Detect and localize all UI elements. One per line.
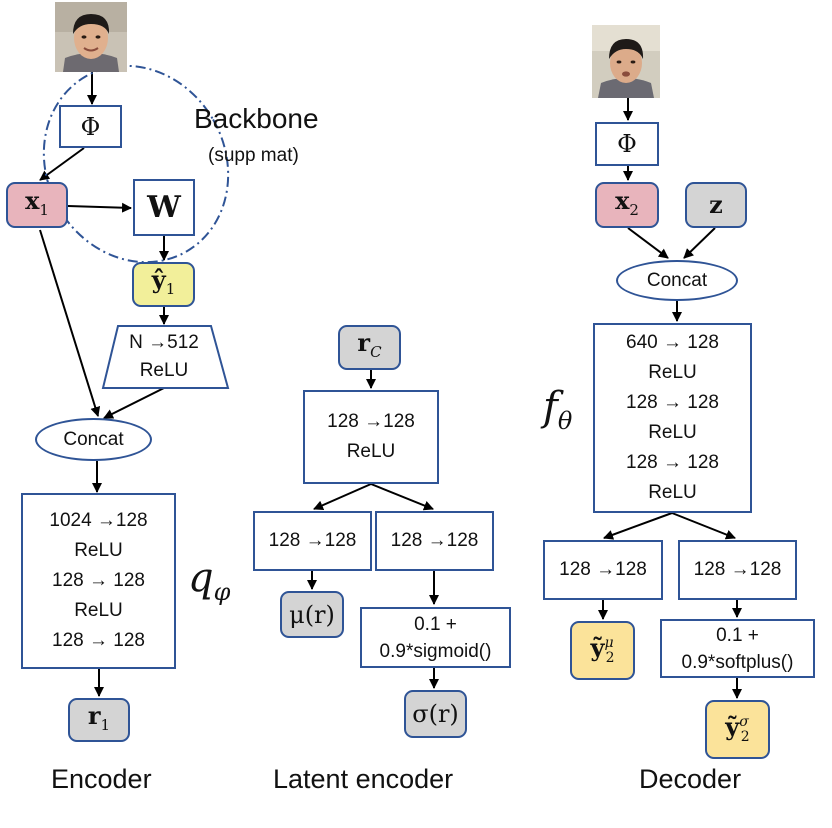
decoder-left-box: 128 →128: [543, 540, 663, 600]
arrow-x1-to-w: [67, 202, 132, 213]
encoder-mlp-line-1: 1024 →128: [49, 510, 148, 531]
y2-sigma-symbol: ỹ: [725, 712, 740, 742]
encoder-mlp-line-4: ReLU: [74, 600, 123, 621]
y2-sigma-subscript: 2: [740, 728, 750, 745]
decoder-concat-oval: Concat: [616, 260, 738, 301]
encoder-title: Encoder: [51, 764, 152, 794]
softplus-box: 0.1 + 0.9*softplus(): [660, 619, 815, 678]
r1-symbol: r: [87, 700, 101, 730]
decoder-mlp-line-6: ReLU: [648, 482, 697, 503]
decoder-mlp-line-4: ReLU: [648, 422, 697, 443]
backbone-label: Backbone: [194, 103, 319, 134]
latent-right-label: 128 →128: [390, 530, 479, 551]
f-subscript: θ: [557, 407, 573, 435]
y2-mu-node: ỹμ2: [570, 621, 635, 680]
latent-left-label: 128 →128: [268, 530, 357, 551]
y1-hat-node: ŷ1: [132, 262, 195, 307]
mu-symbol: μ(r): [289, 600, 335, 629]
arrow-mlp-to-right-dec: [671, 512, 736, 540]
f-symbol: f: [543, 384, 558, 430]
trapezoid-layer: [101, 325, 230, 389]
x2-node: x2: [595, 182, 659, 228]
latent-encoder-title: Latent encoder: [273, 764, 454, 794]
phi-symbol: Φ: [80, 112, 101, 141]
x1-symbol: x: [25, 185, 40, 215]
face-photo-icon: [55, 2, 127, 72]
encoder-mlp-box: 1024 →128 ReLU 128 → 128 ReLU 128 → 128: [21, 493, 176, 669]
arrow-phi-to-x1: [39, 147, 85, 181]
z-symbol: z: [709, 190, 723, 219]
softplus-line-1: 0.1 +: [716, 624, 759, 646]
sigmoid-line-2: 0.9*sigmoid(): [379, 640, 492, 662]
phi-box: Φ: [59, 105, 122, 148]
q-subscript: φ: [213, 578, 231, 606]
r1-node: r1: [68, 698, 130, 742]
arrow-mlp-to-right: [370, 483, 434, 511]
encoder-mlp-line-3: 128 → 128: [52, 570, 145, 591]
sigma-node: σ(r): [404, 690, 467, 738]
x1-node: x1: [6, 182, 68, 228]
rc-subscript: C: [370, 342, 382, 361]
y2-mu-superscript: μ: [604, 635, 614, 652]
z-node: z: [685, 182, 747, 228]
q-phi-label: qφ: [188, 555, 230, 606]
y2-sigma-superscript: σ: [739, 714, 749, 731]
trap-line-2: ReLU: [139, 360, 189, 381]
x1-subscript: 1: [39, 200, 49, 219]
y2-mu-symbol: ỹ: [590, 633, 605, 663]
decoder-right-label: 128 →128: [693, 559, 782, 580]
y1-hat-subscript: 1: [165, 279, 176, 298]
decoder-phi-symbol: Φ: [617, 130, 637, 158]
decoder-mlp-line-5: 128 → 128: [626, 452, 719, 473]
encoder-mlp-line-2: ReLU: [74, 540, 123, 561]
arrow-x2-to-concat: [627, 227, 669, 259]
latent-mlp-box: 128 →128 ReLU: [303, 390, 439, 484]
x2-symbol: x: [615, 185, 630, 215]
rc-node: rC: [338, 325, 401, 370]
q-symbol: q: [188, 555, 214, 601]
y1-hat-symbol: ŷ: [151, 265, 166, 295]
y2-sigma-node: ỹσ2: [705, 700, 770, 759]
arrow-mlp-to-left: [313, 483, 372, 510]
sigma-symbol: σ(r): [412, 700, 459, 728]
arrow-x1-to-concat: [39, 229, 101, 417]
arrow-z-to-concat: [683, 227, 716, 259]
softplus-line-2: 0.9*softplus(): [681, 651, 794, 673]
arrow-trap-to-concat: [103, 387, 165, 419]
concat-oval: Concat: [35, 418, 152, 461]
decoder-mlp-line-2: ReLU: [648, 362, 697, 383]
backbone-ellipse: [42, 64, 230, 264]
sigmoid-box: 0.1 + 0.9*sigmoid(): [360, 607, 511, 668]
latent-mlp-line-1: 128 →128: [327, 411, 415, 432]
trap-line-1: N →512: [129, 332, 199, 353]
f-theta-label: fθ: [543, 384, 572, 435]
decoder-mlp-line-1: 640 → 128: [626, 332, 719, 353]
supp-mat-label: (supp mat): [208, 145, 299, 166]
latent-right-box: 128 →128: [375, 511, 494, 571]
x2-subscript: 2: [629, 200, 639, 219]
decoder-title: Decoder: [639, 764, 742, 794]
sigmoid-line-1: 0.1 +: [414, 613, 457, 635]
decoder-mlp-box: 640 → 128 ReLU 128 → 128 ReLU 128 → 128 …: [593, 323, 752, 513]
face-photo-icon: [592, 25, 660, 98]
w-box: W: [133, 179, 195, 236]
r1-subscript: 1: [100, 715, 111, 734]
rc-symbol: r: [357, 328, 371, 358]
decoder-right-box: 128 →128: [678, 540, 797, 600]
latent-mlp-line-2: ReLU: [346, 441, 396, 462]
latent-left-box: 128 →128: [253, 511, 372, 571]
trapezoid-text: N →512 ReLU: [114, 328, 214, 386]
concat-label: Concat: [63, 428, 124, 450]
decoder-left-label: 128 →128: [559, 559, 647, 580]
encoder-mlp-line-5: 128 → 128: [52, 630, 145, 651]
w-symbol: W: [147, 189, 181, 225]
mu-node: μ(r): [280, 591, 344, 638]
y2-mu-subscript: 2: [605, 649, 615, 666]
decoder-mlp-line-3: 128 → 128: [626, 392, 719, 413]
decoder-concat-label: Concat: [646, 269, 708, 291]
decoder-phi-box: Φ: [595, 122, 659, 166]
arrow-mlp-to-left-dec: [603, 512, 673, 540]
